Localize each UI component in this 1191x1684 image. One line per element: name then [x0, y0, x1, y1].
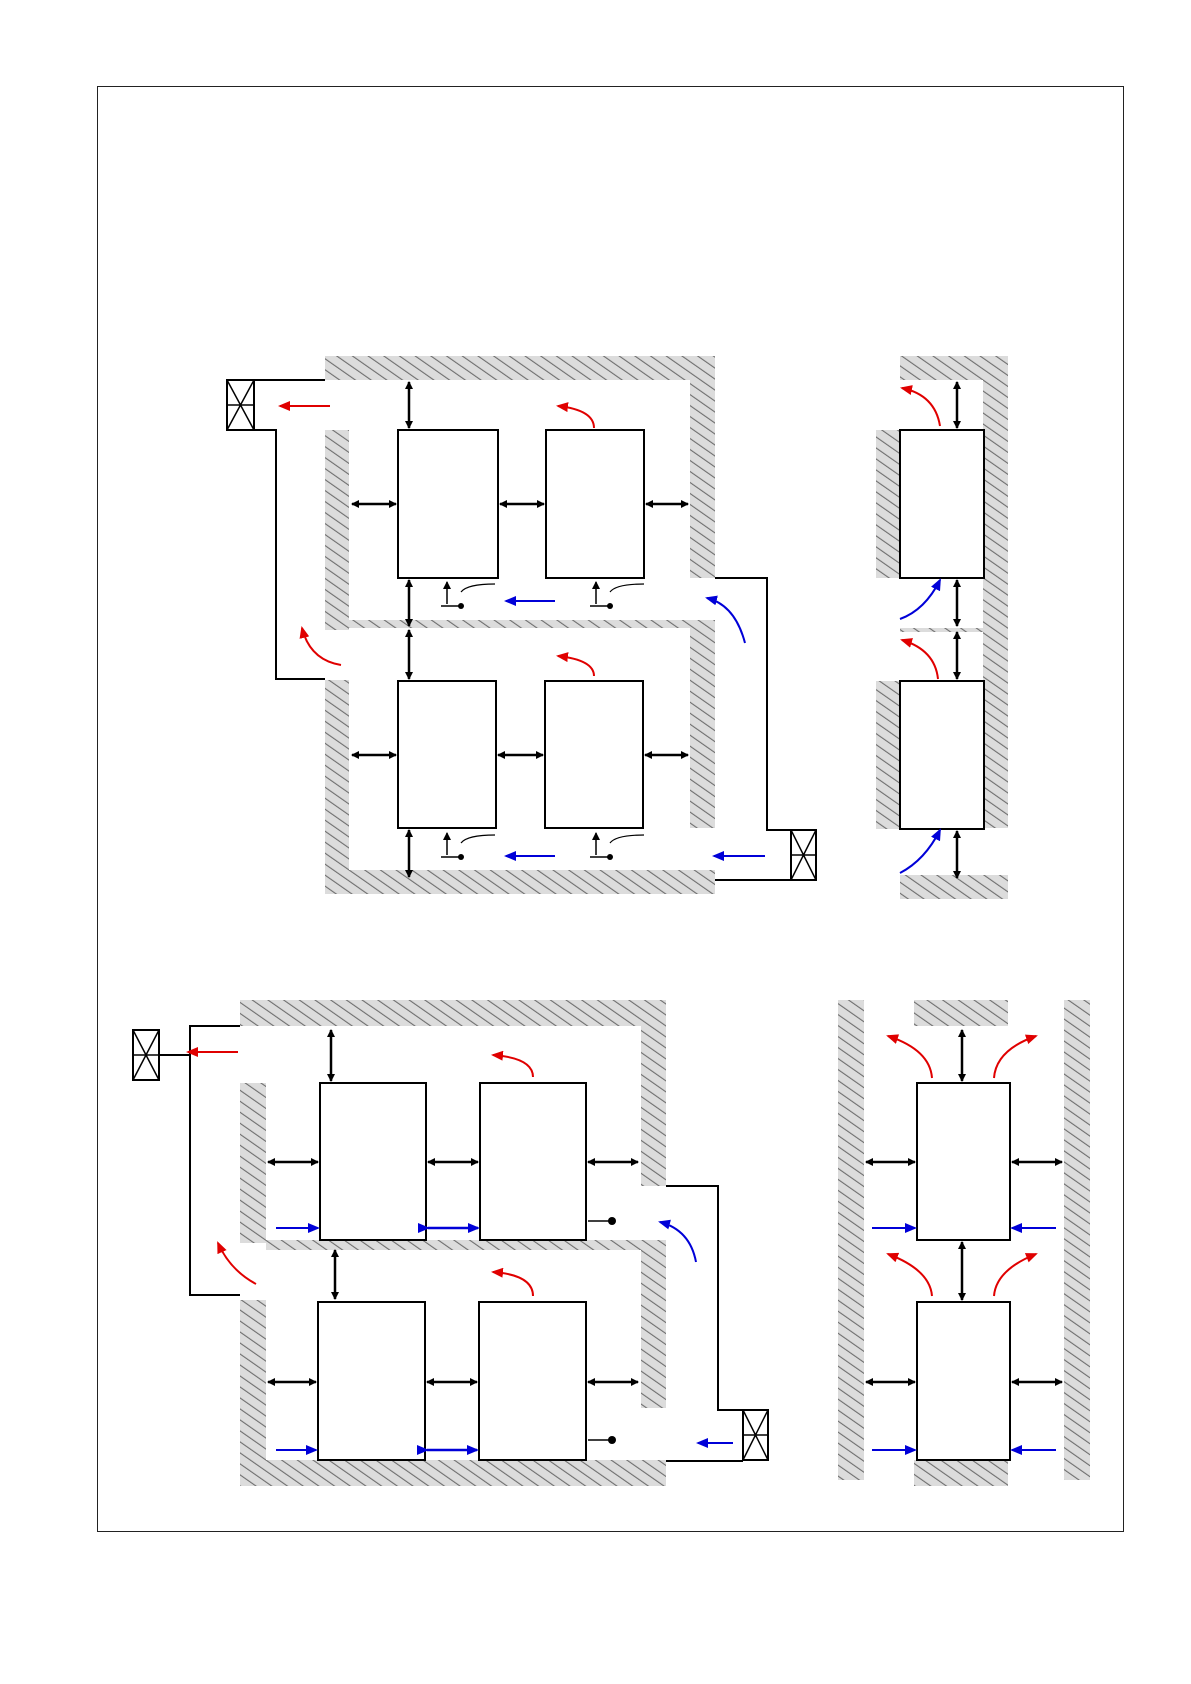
switch-dot — [458, 854, 464, 860]
red-curved-arrow-icon — [302, 628, 341, 665]
duct-line — [190, 1083, 240, 1295]
duct-line — [190, 1026, 240, 1083]
switch-dot — [607, 603, 613, 609]
contact-dot — [608, 1436, 616, 1444]
red-curved-arrow-icon — [994, 1036, 1036, 1078]
cabinet — [318, 1302, 425, 1460]
hatched-wall — [900, 875, 1008, 899]
hatched-wall — [325, 356, 715, 380]
hatched-wall — [240, 1083, 266, 1243]
cabinet — [917, 1083, 1010, 1240]
cabinet — [320, 1083, 426, 1240]
duct-line — [254, 430, 325, 679]
cabinet — [398, 681, 496, 828]
hatched-wall — [240, 1300, 266, 1480]
hatched-wall — [900, 628, 1008, 632]
hatched-wall — [914, 1460, 1008, 1486]
switch-dot — [607, 854, 613, 860]
blue-arrow-icon — [900, 580, 940, 619]
hatched-wall — [690, 356, 715, 578]
red-curved-arrow-icon — [493, 1055, 533, 1077]
duct-line — [666, 1186, 743, 1410]
switch-lever — [610, 835, 644, 843]
hatched-wall — [690, 628, 715, 828]
red-curved-arrow-icon — [493, 1272, 533, 1296]
switch-lever — [461, 835, 495, 843]
hatched-wall — [325, 870, 715, 894]
red-curved-arrow-icon — [558, 406, 594, 428]
hatched-wall — [641, 1026, 666, 1186]
cabinet — [917, 1302, 1010, 1460]
hatched-wall — [900, 356, 1008, 380]
cabinet — [546, 430, 644, 578]
hatched-wall — [914, 1000, 1008, 1026]
red-curved-arrow-icon — [218, 1243, 256, 1284]
hatched-wall — [240, 1460, 666, 1486]
cabinet — [398, 430, 498, 578]
red-curved-arrow-icon — [994, 1254, 1036, 1296]
red-curved-arrow-icon — [888, 1254, 932, 1296]
cabinet — [479, 1302, 586, 1460]
hatched-wall — [876, 681, 900, 829]
duct-line — [715, 578, 791, 830]
hatched-wall — [641, 1250, 666, 1408]
red-curved-arrow-icon — [558, 656, 594, 676]
cabinet — [900, 430, 984, 578]
hatched-wall — [1064, 1000, 1090, 1480]
cabinet — [900, 681, 984, 829]
hatched-wall — [266, 1240, 666, 1250]
switch-dot — [458, 603, 464, 609]
switch-lever — [461, 584, 495, 592]
contact-dot — [608, 1217, 616, 1225]
red-curved-arrow-icon — [902, 640, 938, 679]
hatched-wall — [349, 620, 715, 628]
red-curved-arrow-icon — [888, 1036, 932, 1078]
hatched-wall — [325, 680, 349, 870]
switch-lever — [610, 584, 644, 592]
cabinet — [545, 681, 643, 828]
hatched-wall — [838, 1000, 864, 1480]
cabinet — [480, 1083, 586, 1240]
red-curved-arrow-icon — [902, 388, 940, 426]
hatched-wall — [876, 430, 900, 578]
hatched-wall — [240, 1000, 666, 1026]
hatched-wall — [325, 430, 349, 630]
blue-arrow-icon — [900, 830, 940, 873]
hatched-wall — [983, 380, 1008, 828]
